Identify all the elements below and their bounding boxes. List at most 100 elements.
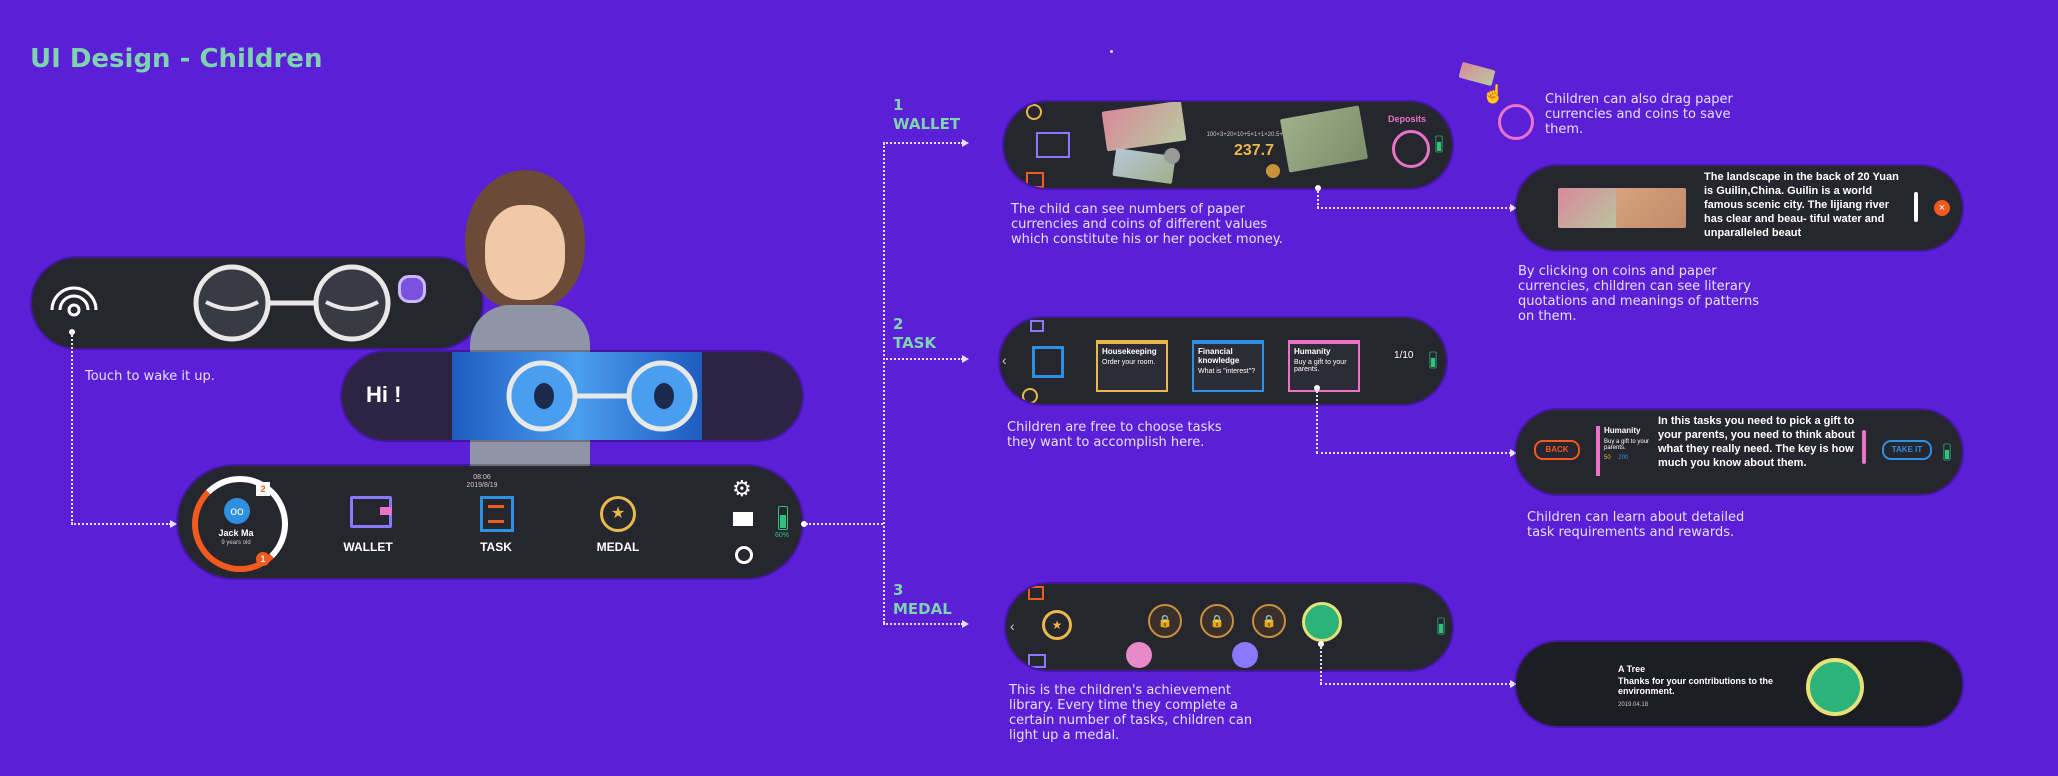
wallet-equation: 100×3+20×10+5×1+1×20.5+0.1×2= <box>1206 132 1302 138</box>
mini-wallet-icon[interactable] <box>1028 654 1046 668</box>
deposits-label: Deposits <box>1388 114 1427 124</box>
close-icon[interactable]: × <box>1934 200 1950 216</box>
wallet-screen: 100×3+20×10+5×1+1×20.5+0.1×2= 237.7 Depo… <box>1004 102 1452 188</box>
mini-wallet-icon[interactable] <box>1036 132 1070 158</box>
task-card-title: Financial knowledge <box>1198 347 1240 365</box>
wallet-button[interactable]: WALLET <box>328 496 408 566</box>
back-button[interactable]: BACK <box>1534 440 1580 460</box>
home-date: 2019/8/19 <box>466 482 498 489</box>
connector <box>1320 683 1511 685</box>
profile-ring[interactable] <box>192 476 288 572</box>
connector <box>1317 207 1511 209</box>
task-description: Children are free to choose tasks they w… <box>1007 420 1222 450</box>
task-card-body: Buy a gift to your parents. <box>1294 359 1347 373</box>
task-detail-text: In this tasks you need to pick a gift to… <box>1658 415 1855 469</box>
mini-task-icon[interactable] <box>1032 346 1064 378</box>
battery-level: 60% <box>774 532 789 539</box>
wallet-label: WALLET <box>343 540 393 554</box>
hand-icon: ☝ <box>1482 84 1505 104</box>
circle-icon[interactable] <box>735 546 753 564</box>
currency-detail-screen: The landscape in the back of 20 Yuan is … <box>1516 166 1962 250</box>
child-face <box>485 205 565 300</box>
mini-medal-icon[interactable]: ★ <box>1042 610 1072 640</box>
drag-note: Children can also drag paper currencies … <box>1545 92 1733 137</box>
connector-arrow <box>1510 680 1517 688</box>
currency-detail-text: The landscape in the back of 20 Yuan is … <box>1704 171 1899 239</box>
avatar[interactable]: oo <box>224 498 250 524</box>
home-time: 08:06 <box>473 474 491 481</box>
medal-detail-screen: A Tree Thanks for your contributions to … <box>1516 642 1962 726</box>
mail-icon[interactable] <box>733 512 753 526</box>
task-detail-description: Children can learn about detailed task r… <box>1527 510 1745 540</box>
take-it-button[interactable]: TAKE IT <box>1882 440 1932 460</box>
banknote-icon[interactable] <box>1616 188 1686 228</box>
home-screen: oo 2 1 Jack Ma 9 years old 08:06 2019/8/… <box>178 466 802 578</box>
sleeping-eyes-icon <box>193 264 391 342</box>
section-medal-heading: 3 MEDAL <box>893 581 952 619</box>
banknote-icon[interactable] <box>1101 102 1187 152</box>
battery-icon <box>1435 135 1443 153</box>
section-label: WALLET <box>893 115 961 133</box>
lock-icon[interactable]: 🔒 <box>1148 604 1182 638</box>
connector <box>883 623 963 625</box>
scroll-bar[interactable] <box>1862 430 1866 464</box>
task-detail-card: Humanity Buy a gift to your parents. 50 … <box>1596 426 1664 476</box>
connector <box>883 142 963 144</box>
chevron-left-icon[interactable]: ‹ <box>1010 618 1015 634</box>
decor-dot <box>1110 50 1113 53</box>
coin-icon[interactable] <box>1266 164 1280 178</box>
medal-thumb[interactable] <box>1232 642 1258 668</box>
task-rewards: 50 200 <box>1604 455 1664 461</box>
drag-illustration: ☝ <box>1458 60 1534 140</box>
banknote-icon[interactable] <box>1279 105 1369 173</box>
connector <box>71 332 73 524</box>
page-title: UI Design - Children <box>30 44 323 74</box>
connector-dot <box>801 521 807 527</box>
task-card-body: Order your room. <box>1102 359 1156 366</box>
medal-button[interactable]: ★ MEDAL <box>578 496 658 566</box>
task-progress: 1/10 <box>1394 350 1414 361</box>
coin-icon[interactable] <box>1164 148 1180 164</box>
touch-icon[interactable] <box>46 278 102 328</box>
reward-gold: 50 <box>1604 455 1611 461</box>
section-wallet-heading: 1 WALLET <box>893 96 960 134</box>
battery-icon <box>778 506 788 530</box>
connector-arrow <box>962 355 969 363</box>
piggy-bank-icon <box>1498 104 1534 140</box>
mini-medal-icon[interactable] <box>1026 104 1042 120</box>
connector <box>1316 452 1511 454</box>
lock-icon[interactable]: 🔒 <box>1252 604 1286 638</box>
chevron-left-icon[interactable]: ‹ <box>1002 352 1007 368</box>
profile-name: Jack Ma <box>218 528 254 538</box>
task-card-title: Housekeeping <box>1102 347 1157 356</box>
tree-medal-icon[interactable] <box>1302 602 1342 642</box>
mini-medal-icon[interactable] <box>1022 388 1038 404</box>
medal-thumb[interactable] <box>1126 642 1152 668</box>
task-button[interactable]: TASK <box>456 496 536 566</box>
connector-arrow <box>962 139 969 147</box>
connector <box>1317 188 1319 208</box>
connector-arrow <box>1510 449 1517 457</box>
badge-top: 2 <box>256 482 270 496</box>
mini-task-icon[interactable] <box>1028 586 1044 600</box>
medal-description: This is the children's achievement libra… <box>1009 683 1253 743</box>
mini-wallet-icon[interactable] <box>1030 320 1044 332</box>
piggy-bank-icon[interactable] <box>1392 130 1430 168</box>
task-label: TASK <box>480 540 512 554</box>
touch-button[interactable] <box>398 275 426 303</box>
wallet-total: 237.7 <box>1233 142 1275 159</box>
section-number: 3 <box>893 581 904 599</box>
mini-task-icon[interactable] <box>1026 172 1044 188</box>
lock-icon[interactable]: 🔒 <box>1200 604 1234 638</box>
connector-arrow <box>1510 204 1517 212</box>
wake-screen[interactable] <box>32 258 482 348</box>
tree-medal-icon <box>1806 658 1864 716</box>
banknote-icon[interactable] <box>1558 188 1626 228</box>
gear-icon[interactable]: ⚙ <box>732 476 752 501</box>
scroll-bar[interactable] <box>1914 192 1918 222</box>
greeting-text: Hi ! <box>366 382 402 407</box>
